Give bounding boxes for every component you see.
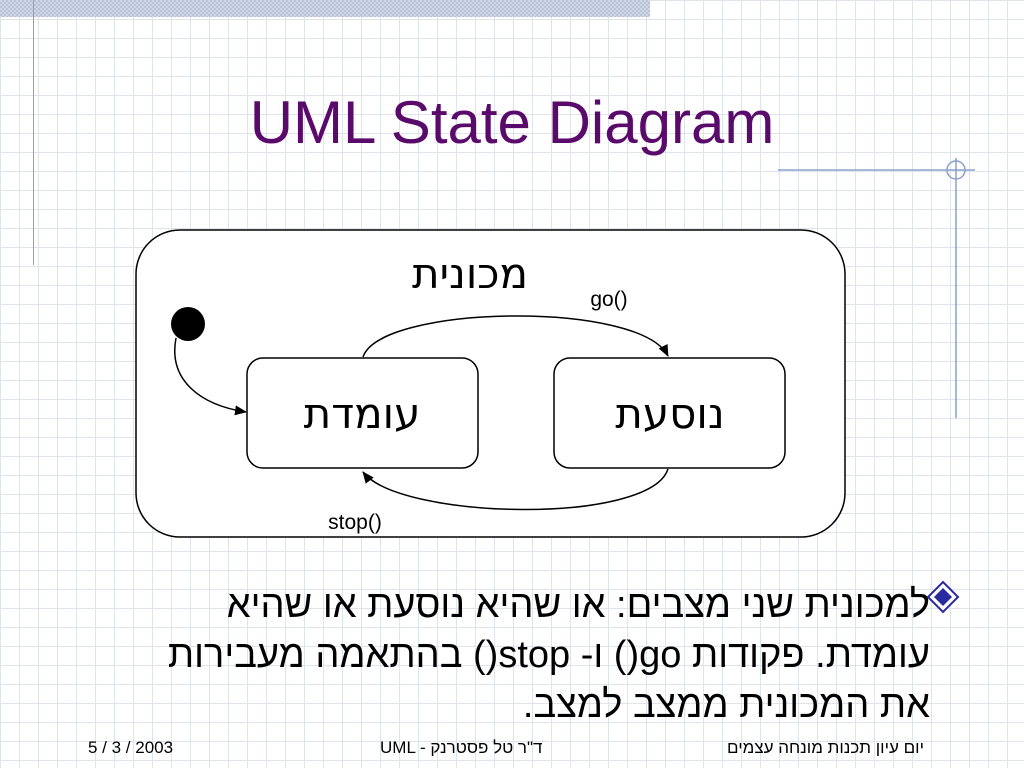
state-stopped-label: עומדת bbox=[304, 389, 421, 438]
state-stopped bbox=[246, 357, 479, 469]
state-moving bbox=[553, 357, 786, 469]
top-decor-band bbox=[0, 0, 650, 17]
slide-title: UML State Diagram bbox=[249, 89, 775, 156]
stop-transition-arrow bbox=[362, 468, 669, 511]
state-moving-label: נוסעת bbox=[615, 389, 724, 438]
composite-state-label: מכונית bbox=[412, 249, 528, 298]
stop-transition-label: stop() bbox=[328, 511, 382, 534]
footer-date: 5 / 3 / 2003 bbox=[88, 738, 174, 757]
footer-course: יום עיון תכנות מונחה עצמים bbox=[727, 738, 924, 757]
bullet-text: למכונית שני מצבים: או שהיא נוסעת או שהיא… bbox=[167, 584, 930, 726]
left-decor-rule bbox=[33, 0, 34, 265]
crosshair-decoration bbox=[778, 158, 975, 418]
initial-transition-arrow bbox=[174, 337, 247, 416]
go-transition-label: go() bbox=[590, 288, 627, 311]
go-transition-arrow bbox=[362, 315, 669, 358]
footer-author: UML - ד"ר טל פסטרנק bbox=[380, 738, 543, 757]
diamond-bullet-icon bbox=[926, 580, 960, 614]
initial-state-dot bbox=[171, 307, 205, 341]
state-diagram: מכונית עומדת נוסעת go() stop() bbox=[135, 229, 846, 538]
